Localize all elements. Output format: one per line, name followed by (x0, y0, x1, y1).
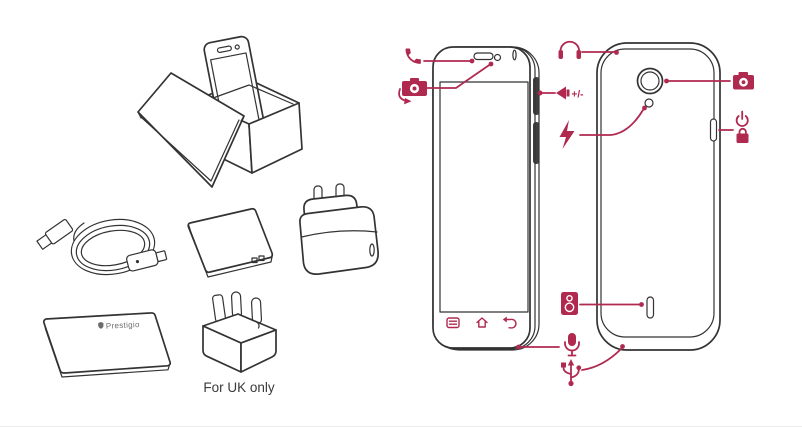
usb-cable-illustration (36, 218, 168, 276)
lock-icon (736, 127, 749, 143)
rear-camera-ring (636, 67, 664, 95)
rear-camera-lens (640, 71, 660, 91)
usb-icon (561, 359, 582, 387)
flash-icon (559, 120, 575, 149)
front-camera-icon (398, 78, 427, 105)
sensor-slit (512, 49, 517, 61)
usb-a-connector (36, 218, 74, 250)
front-view-callouts: +/- (398, 48, 584, 357)
back-icon (502, 316, 517, 329)
quick-start-guide-illustration: Prestigio (42, 312, 172, 378)
menu-icon (446, 317, 460, 329)
box-lid-rim (140, 116, 240, 182)
usb-port-leader-line (581, 348, 622, 371)
boxed-phone-camera (234, 44, 240, 50)
battery-contact (251, 257, 258, 264)
box-with-phone-illustration (137, 35, 303, 188)
front-camera-leader-line (426, 63, 491, 89)
flash-led (644, 98, 654, 108)
battery-illustration (187, 207, 274, 278)
earpiece-slot (473, 52, 494, 61)
micro-usb-connector (126, 249, 168, 272)
power-icon (735, 110, 749, 127)
brand-label: Prestigio (106, 320, 141, 331)
box-front-right-face (248, 102, 303, 174)
camera-icon (733, 72, 754, 90)
phone-screen (439, 81, 529, 313)
volume-icon: +/- (556, 86, 584, 101)
prestigio-logo-icon (98, 322, 104, 329)
eu-charger-seam (300, 230, 378, 238)
prestigio-logo: Prestigio (98, 320, 140, 331)
uk-plug-notch (255, 320, 260, 329)
box-rim-inner (201, 84, 294, 105)
loudspeaker-slot (646, 296, 655, 319)
speaker-icon (561, 292, 578, 315)
microphone-icon (564, 333, 580, 357)
battery-contact (258, 255, 265, 262)
front-camera-lens (493, 53, 502, 62)
phone-front-view-illustration (432, 46, 540, 351)
phone-front-body (432, 46, 531, 349)
phone-call-icon (405, 48, 421, 64)
battery-thickness-edge (188, 225, 273, 278)
home-icon (476, 317, 488, 328)
uk-plug-right-face (240, 329, 277, 373)
back-view-callouts (558, 40, 754, 387)
booklet-thickness-edge (43, 323, 170, 378)
phone-back-cover-edge (600, 48, 715, 338)
eu-charger-body (299, 205, 379, 276)
boxed-phone-earpiece (216, 45, 232, 54)
eu-charger-illustration (299, 183, 379, 276)
box-lid (137, 72, 245, 188)
headset-icon (558, 40, 581, 59)
flash-leader-line (579, 109, 644, 136)
volume-label: +/- (572, 90, 584, 101)
phone-back-body (596, 42, 721, 351)
package-contents-illustration: Prestigio For UK only (36, 35, 379, 395)
uk-plug-illustration (202, 291, 277, 373)
phone-back-view-illustration (596, 42, 721, 351)
uk-only-label: For UK only (203, 380, 275, 395)
eu-charger-side-slot (369, 243, 375, 257)
uk-plug-left-face (202, 325, 242, 373)
power-key (709, 118, 718, 142)
